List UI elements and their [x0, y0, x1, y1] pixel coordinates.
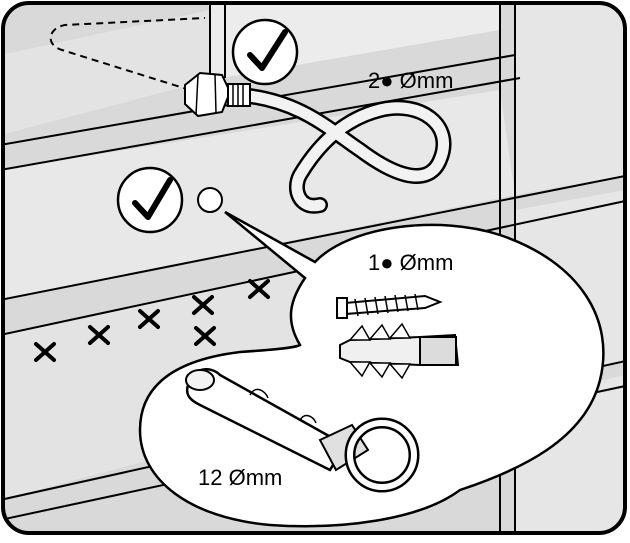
wall-plug	[339, 322, 460, 380]
check-icon	[116, 166, 184, 234]
screw	[336, 293, 443, 319]
hose-hole-label: 2● Ømm	[368, 68, 453, 93]
cross-icon	[88, 325, 110, 345]
cross-icon	[194, 326, 216, 346]
cross-icon	[192, 295, 214, 315]
key-tool	[185, 368, 420, 493]
hose-assembly	[49, 17, 452, 214]
check-icon	[231, 18, 299, 86]
plug-hole-label: 1● Ømm	[368, 250, 453, 275]
callout-bubble	[138, 210, 605, 528]
hose-nut	[184, 71, 232, 118]
tool-size-label: 12 Ømm	[198, 465, 282, 490]
frame-border	[1, 1, 627, 535]
cross-marks	[34, 279, 270, 362]
drill-hole	[197, 187, 223, 213]
cross-icon	[248, 279, 270, 299]
cross-icon	[138, 309, 160, 329]
cross-icon	[34, 342, 56, 362]
